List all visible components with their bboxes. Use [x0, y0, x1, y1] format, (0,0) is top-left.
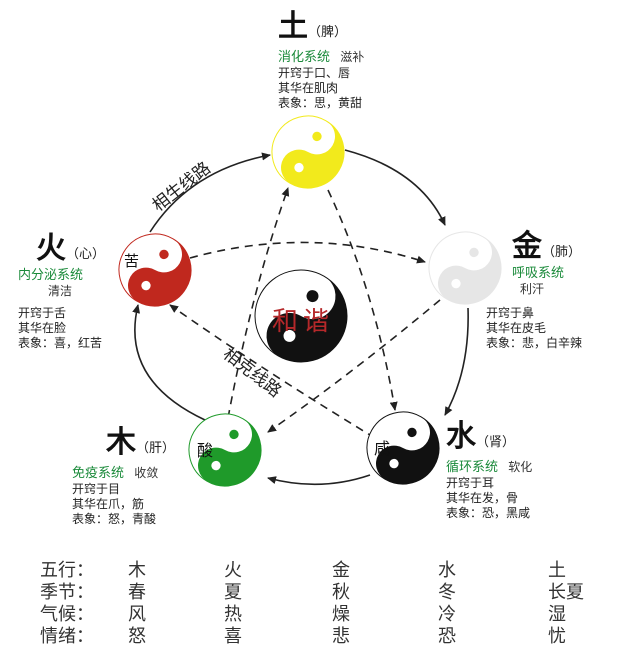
table-row: 气候： 风 热 燥 冷 湿 — [40, 600, 630, 625]
row-label: 情绪： — [40, 626, 94, 647]
arrow-wood-to-earth — [227, 187, 290, 419]
water-info: 水（肾） 循环系统 软化 开窍于耳 其华在发，骨 表象：恐，黑咸 — [446, 418, 532, 521]
row-label: 季节： — [40, 582, 94, 603]
arrow-water-to-wood — [267, 474, 371, 486]
wood-line-1: 开窍于目 — [72, 481, 121, 496]
harmony-yin-yang-icon — [254, 269, 348, 363]
table-cell: 湿 — [548, 604, 566, 625]
table-row: 五行： 木 火 金 水 土 — [40, 556, 630, 581]
table-cell: 冬 — [438, 582, 456, 603]
table-cell: 金 — [332, 560, 350, 581]
table-cell: 热 — [224, 604, 242, 625]
metal-info: 金（肺） 呼吸系统 利汗 — [512, 228, 581, 297]
center-text-left: 和 — [272, 307, 298, 337]
wood-info: 木（肝） 免疫系统 收敛 开窍于目 其华在爪，筋 表象：怒，青酸 — [72, 424, 175, 527]
arrow-earth-to-water — [327, 189, 398, 411]
earth-title: 土 — [278, 9, 308, 44]
center-text-right: 谐 — [303, 307, 329, 337]
earth-yin-yang-icon — [271, 115, 345, 189]
water-line-2: 其华在发，骨 — [446, 490, 519, 505]
row-label: 气候： — [40, 604, 94, 625]
wood-organ: （肝） — [136, 441, 176, 456]
wood-line-3: 表象：怒，青酸 — [72, 511, 157, 526]
metal-title: 金 — [512, 229, 542, 264]
water-yin-yang-icon — [366, 411, 440, 485]
generating-path-label: 相生线路 — [149, 158, 215, 216]
fire-title: 火 — [36, 231, 66, 266]
earth-line-3: 表象：思，黄甜 — [278, 95, 363, 110]
water-line-3: 表象：恐，黑咸 — [446, 505, 531, 520]
fire-line-1: 开窍于舌 — [18, 306, 67, 320]
table-cell: 秋 — [332, 582, 350, 603]
earth-line-1: 开窍于口、唇 — [278, 65, 351, 80]
metal-aux: 利汗 — [520, 281, 545, 296]
water-symbol-char: 咸 — [374, 439, 390, 458]
table-cell: 长夏 — [548, 582, 584, 603]
water-system: 循环系统 — [446, 459, 499, 475]
metal-yin-yang-icon — [428, 231, 502, 305]
correspondence-table: 五行： 木 火 金 水 土 季节： 春 夏 秋 冬 长夏 气候： 风 热 燥 冷… — [40, 556, 630, 647]
arrow-water-to-fire — [169, 304, 376, 439]
table-cell: 恐 — [438, 626, 456, 647]
fire-details: 开窍于舌 其华在脸 表象：喜，红苦 — [18, 306, 102, 351]
table-cell: 喜 — [224, 626, 242, 647]
wood-system: 免疫系统 — [72, 465, 125, 481]
wood-symbol-char: 酸 — [197, 441, 213, 460]
metal-line-2: 其华在皮毛 — [486, 321, 547, 335]
wood-line-2: 其华在爪，筋 — [72, 496, 145, 511]
earth-system: 消化系统 — [278, 49, 331, 65]
water-title: 水 — [446, 419, 476, 454]
table-cell: 火 — [224, 560, 242, 581]
wood-aux: 收敛 — [134, 465, 159, 480]
fire-symbol-char: 苦 — [124, 252, 139, 270]
table-row: 情绪： 怒 喜 悲 恐 忧 — [40, 622, 630, 647]
water-aux: 软化 — [508, 459, 533, 474]
arrow-fire-to-earth — [149, 152, 271, 233]
fire-line-3: 表象：喜，红苦 — [18, 336, 103, 350]
earth-info: 土（脾） 消化系统 滋补 开窍于口、唇 其华在肌肉 表象：思，黄甜 — [278, 8, 364, 111]
table-cell: 木 — [128, 560, 146, 581]
table-cell: 悲 — [332, 626, 350, 647]
metal-organ: （肺） — [542, 245, 582, 260]
water-line-1: 开窍于耳 — [446, 475, 495, 490]
generating-cycle — [132, 149, 469, 486]
earth-line-2: 其华在肌肉 — [278, 80, 339, 95]
table-cell: 风 — [128, 604, 146, 625]
table-cell: 夏 — [224, 582, 242, 603]
table-cell: 冷 — [438, 604, 456, 625]
arrow-wood-to-fire — [132, 304, 206, 421]
table-cell: 忧 — [548, 626, 566, 647]
table-row: 季节： 春 夏 秋 冬 长夏 — [40, 578, 630, 603]
table-cell: 水 — [438, 560, 456, 581]
wood-title: 木 — [106, 425, 136, 460]
fire-line-2: 其华在脸 — [18, 321, 67, 335]
fire-yin-yang-icon — [118, 233, 192, 307]
table-cell: 怒 — [128, 626, 146, 647]
earth-organ: （脾） — [308, 25, 348, 40]
fire-system: 内分泌系统 — [18, 267, 84, 283]
earth-aux: 滋补 — [340, 49, 365, 64]
water-organ: （肾） — [476, 435, 516, 450]
metal-system: 呼吸系统 — [512, 265, 565, 281]
table-cell: 土 — [548, 560, 566, 581]
table-cell: 春 — [128, 582, 146, 603]
arrow-earth-to-metal — [344, 149, 446, 226]
fire-aux: 清洁 — [48, 283, 73, 298]
fire-organ: （心） — [66, 247, 106, 262]
arrow-metal-to-water — [444, 307, 469, 416]
metal-line-1: 开窍于鼻 — [486, 306, 535, 320]
arrow-metal-to-wood — [267, 299, 441, 433]
restraining-cycle — [169, 187, 441, 439]
row-label: 五行： — [40, 560, 94, 581]
wood-yin-yang-icon — [188, 413, 262, 487]
metal-line-3: 表象：悲，白辛辣 — [486, 336, 583, 350]
arrow-fire-to-metal — [189, 241, 426, 264]
table-cell: 燥 — [332, 604, 350, 625]
fire-info: 火（心） 内分泌系统 清洁 — [18, 230, 105, 299]
metal-details: 开窍于鼻 其华在皮毛 表象：悲，白辛辣 — [486, 306, 582, 351]
